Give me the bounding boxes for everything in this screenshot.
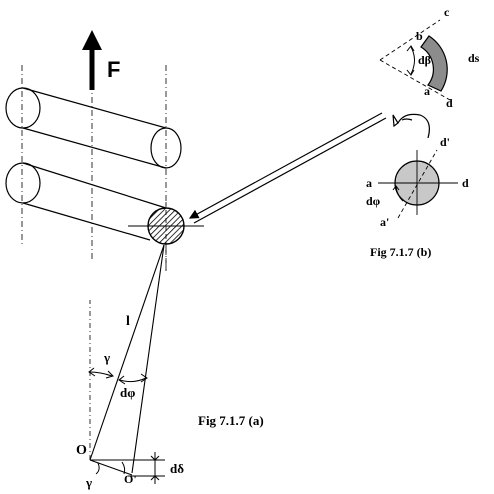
lever-geometry xyxy=(88,244,165,484)
section-label-dphi: dφ xyxy=(366,194,381,208)
o-prime-arc xyxy=(121,461,126,475)
gamma-label-bottom: γ xyxy=(85,475,92,490)
line-to-O-prime xyxy=(131,244,165,474)
dphi-arc xyxy=(119,377,147,383)
wedge-label-ds: ds xyxy=(468,51,480,65)
section-label-a-prime: a' xyxy=(380,215,389,229)
section-label-d: d xyxy=(462,176,469,190)
rotation-arrow-icon xyxy=(392,113,430,139)
section-label-a: a xyxy=(366,176,372,190)
O-to-O-prime-line xyxy=(89,459,133,476)
wedge-label-dbeta: dβ xyxy=(418,53,431,67)
lower-coil-left-end xyxy=(5,162,41,204)
wedge-label-c: c xyxy=(444,5,450,19)
wedge-label-a: a xyxy=(424,84,430,98)
caption-a: Fig 7.1.7 (a) xyxy=(198,413,264,428)
dbeta-arc xyxy=(410,46,415,75)
gamma-label-top: γ xyxy=(103,350,110,365)
pointer-arrow xyxy=(188,112,383,219)
wedge-element xyxy=(379,19,451,101)
line-to-O xyxy=(89,244,165,461)
wedge-upper-ray xyxy=(379,19,441,61)
force-label: F xyxy=(107,57,120,82)
ddelta-label: dδ xyxy=(170,461,184,476)
dphi-arc-section xyxy=(395,185,404,202)
section-label-d-prime: d' xyxy=(440,135,450,149)
pointer-arrow-second-stroke xyxy=(193,117,387,224)
lower-coil-bottom-edge xyxy=(22,202,151,241)
gamma-arc-top xyxy=(89,371,113,377)
upper-coil-top-edge xyxy=(22,87,167,129)
upper-coil-left-end xyxy=(5,87,41,129)
cross-section-element xyxy=(378,149,458,219)
force-arrow xyxy=(82,30,102,90)
wedge-shaded-band xyxy=(420,35,448,92)
gamma-arc-bottom xyxy=(95,462,100,475)
o-prime-label: O' xyxy=(124,472,137,486)
section-diagonal-axis xyxy=(397,149,438,219)
wire-section-hatched xyxy=(128,202,204,272)
wedge-label-b: b xyxy=(416,29,423,43)
lower-coil-top-edge xyxy=(22,162,167,209)
length-label: l xyxy=(126,314,130,329)
dphi-label-lower: dφ xyxy=(120,385,135,400)
origin-label: O xyxy=(76,443,87,458)
upper-coil-bottom-edge xyxy=(22,127,167,169)
caption-b: Fig 7.1.7 (b) xyxy=(370,245,431,259)
wedge-label-d: d xyxy=(446,96,453,110)
